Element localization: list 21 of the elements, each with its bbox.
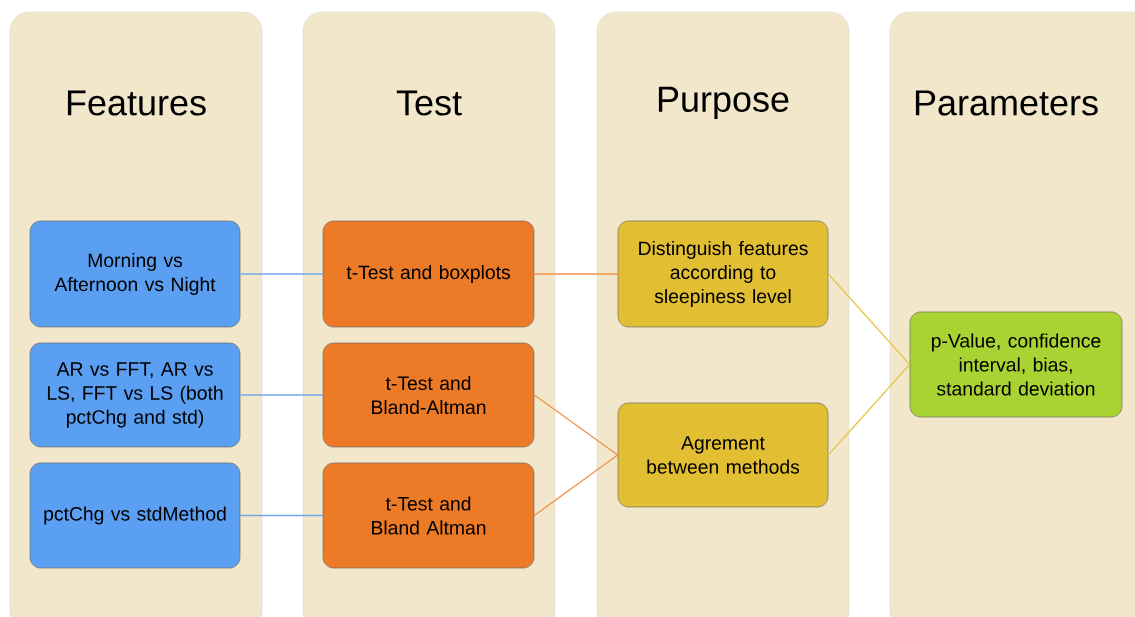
connector-line <box>239 514 324 517</box>
connector-line <box>533 454 619 517</box>
column-heading: Features <box>67 90 206 116</box>
column-heading: Parameters <box>915 90 1098 116</box>
column-heading: Test <box>396 90 462 116</box>
connector-line <box>827 363 911 456</box>
connector-line <box>533 394 619 456</box>
process-box: Morning vs Afternoon vs Night <box>29 220 241 328</box>
process-box: pctChg vs stdMethod <box>29 462 241 569</box>
process-box: AR vs FFT, AR vs LS, FFT vs LS (both pctChg and std) <box>29 342 241 448</box>
process-box: Distinguish features according to sleepiness level <box>617 220 829 328</box>
process-box: t-Test and Bland Altman <box>322 462 535 569</box>
process-box: t-Test and boxplots <box>322 220 535 328</box>
connector-line <box>239 273 324 275</box>
connector-line <box>533 273 619 275</box>
process-box: t-Test and Bland-Altman <box>322 342 535 448</box>
column-heading: Purpose <box>658 86 789 120</box>
connector-line <box>239 394 324 396</box>
process-box: p-Value, confidence interval, bias, standard deviation <box>909 311 1123 418</box>
connector-line <box>827 273 911 366</box>
process-box: Agrement between methods <box>617 402 829 508</box>
